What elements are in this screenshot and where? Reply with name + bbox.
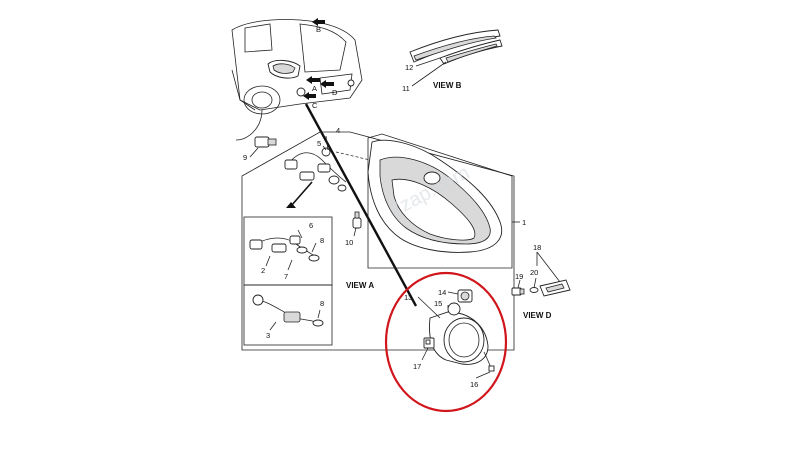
callout-5: 5: [317, 139, 321, 148]
callout-3: 3: [266, 331, 270, 340]
highlight-circle: [384, 271, 508, 413]
tail-lamp-assembly: 1: [367, 133, 526, 269]
callout-18: 18: [533, 243, 541, 252]
part-10-socket: 10: [345, 211, 362, 247]
arrow-letter-b: B: [316, 25, 321, 34]
arrow-letter-a: A: [312, 84, 317, 93]
callout-4: 4: [336, 126, 340, 135]
harness-main: 4 5: [284, 126, 371, 208]
callout-2: 2: [261, 266, 265, 275]
view-b-label: VIEW B: [433, 81, 462, 90]
view-b-stop-lamp: 12 11 VIEW B: [402, 29, 503, 93]
view-d-label: VIEW D: [523, 311, 552, 320]
arrow-letter-c: C: [312, 101, 318, 110]
callout-15: 15: [434, 299, 442, 308]
car-rear-illustration: [231, 19, 363, 141]
callout-13: 13: [404, 293, 412, 302]
view-a-label: VIEW A: [346, 281, 374, 290]
part-9-socket: 9: [243, 136, 277, 162]
callout-16: 16: [470, 380, 478, 389]
callout-7: 7: [284, 272, 288, 281]
callout-19: 19: [515, 272, 523, 281]
callout-20: 20: [530, 268, 538, 277]
callout-9: 9: [243, 153, 247, 162]
view-d-licence-lamp: 18 19 20 VIEW D: [511, 243, 571, 320]
callout-10: 10: [345, 238, 353, 247]
callout-17: 17: [413, 362, 421, 371]
callout-14: 14: [438, 288, 446, 297]
assembly-frame: [241, 131, 515, 351]
callout-6: 6: [309, 221, 313, 230]
callout-8a: 8: [320, 236, 324, 245]
callout-11: 11: [402, 84, 410, 93]
callout-12: 12: [405, 63, 413, 72]
leader-line: [304, 103, 418, 307]
inset-box-harness-3: 8 3: [243, 284, 333, 346]
direction-arrows: B A D C: [303, 18, 338, 110]
inset-box-harness-2: 6 8 2 7: [243, 216, 333, 286]
arrow-letter-d: D: [332, 88, 338, 97]
callout-8b: 8: [320, 299, 324, 308]
fog-lamp-assembly: 13 14 15 17 16: [404, 288, 495, 389]
callout-1: 1: [522, 218, 526, 227]
